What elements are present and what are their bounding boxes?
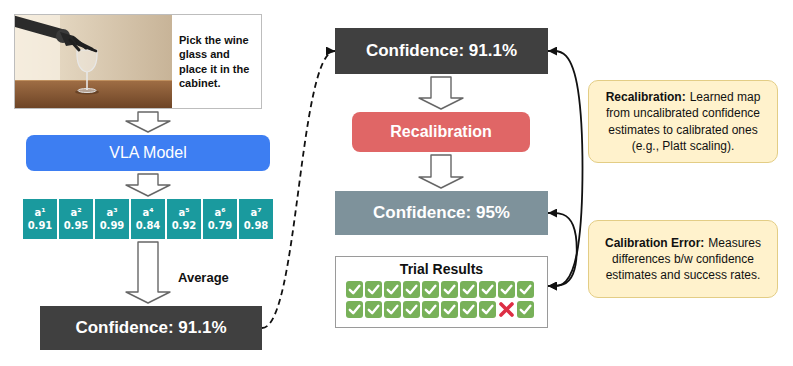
- node-subtext: 0.79: [208, 219, 233, 233]
- process-box: Recalibration: [352, 112, 530, 152]
- success-check: [479, 301, 496, 318]
- model-box: VLA Model: [26, 135, 270, 171]
- node-text: a⁴: [142, 206, 153, 220]
- node-text: Confidence: 91.1%: [366, 41, 517, 61]
- block-arrow: [419, 77, 463, 109]
- node-subtext: 0.95: [64, 219, 89, 233]
- robot-photo: [15, 15, 172, 108]
- action-token: a⁶0.79: [203, 199, 237, 239]
- node-subtext: 0.99: [100, 219, 125, 233]
- node-text: Confidence: 91.1%: [75, 318, 226, 338]
- results-box: Trial Results: [335, 256, 548, 328]
- node-text: a⁷: [250, 206, 261, 220]
- success-check: [365, 301, 382, 318]
- robot-arm: [15, 20, 96, 51]
- node-text: a³: [106, 206, 117, 220]
- node-subtext: 0.98: [244, 219, 269, 233]
- confidence-box: Confidence: 91.1%: [40, 306, 262, 350]
- instruction-panel: Pick the wine glass and place it in the …: [14, 14, 262, 109]
- curved-arrow: [262, 51, 335, 328]
- success-check: [403, 301, 420, 318]
- action-token: a¹0.91: [23, 199, 57, 239]
- callout-text: Recalibration:Learned map from uncalibra…: [597, 89, 769, 154]
- node-subtext: 0.84: [136, 219, 161, 233]
- table: [15, 80, 172, 108]
- success-check: [479, 281, 496, 298]
- wine-glass: [77, 50, 97, 93]
- callout-note: Calibration Error:Measures differences b…: [588, 220, 778, 298]
- curved-arrow: [548, 213, 577, 286]
- table-edge: [15, 80, 172, 81]
- success-check: [346, 301, 363, 318]
- block-arrow: [126, 242, 170, 303]
- confidence-box: Confidence: 91.1%: [335, 28, 548, 74]
- success-check: [517, 301, 534, 318]
- success-check: [384, 301, 401, 318]
- action-token: a²0.95: [59, 199, 93, 239]
- node-subtext: 0.91: [28, 219, 53, 233]
- success-check: [384, 281, 401, 298]
- node-text: a¹: [34, 206, 45, 220]
- node-text: Calibration Error:: [605, 236, 704, 250]
- node-text: a²: [70, 206, 81, 220]
- node-text: a⁶: [214, 206, 225, 220]
- action-token: a⁵0.92: [167, 199, 201, 239]
- success-check: [498, 281, 515, 298]
- glass-shadow: [75, 90, 99, 95]
- action-token: a⁷0.98: [239, 199, 273, 239]
- node-text: Pick the wine glass and place it in the …: [179, 33, 255, 90]
- success-check: [441, 281, 458, 298]
- success-check: [365, 281, 382, 298]
- success-check: [441, 301, 458, 318]
- callout-text: Calibration Error:Measures differences b…: [597, 235, 769, 284]
- success-check: [460, 281, 477, 298]
- success-check: [403, 281, 420, 298]
- node-text: a⁵: [178, 206, 189, 220]
- node-text: Recalibration:: [606, 90, 686, 104]
- node-text: Confidence: 95%: [373, 203, 510, 223]
- failure-cross: [501, 304, 512, 315]
- block-arrow: [419, 155, 463, 188]
- block-arrow: [126, 112, 170, 132]
- block-arrow: [126, 174, 170, 196]
- curved-arrow: [548, 51, 583, 286]
- confidence-box: Confidence: 95%: [335, 191, 548, 235]
- node-text: Trial Results: [400, 261, 483, 277]
- callout-note: Recalibration:Learned map from uncalibra…: [588, 80, 778, 163]
- node-subtext: 0.92: [172, 219, 197, 233]
- success-check: [346, 281, 363, 298]
- success-check: [422, 281, 439, 298]
- edge-label: Average: [176, 270, 231, 285]
- success-check: [422, 301, 439, 318]
- action-token: a³0.99: [95, 199, 129, 239]
- action-token: a⁴0.84: [131, 199, 165, 239]
- trial-marks: [346, 281, 534, 318]
- success-check: [517, 281, 534, 298]
- node-text: VLA Model: [109, 144, 186, 162]
- success-check: [460, 301, 477, 318]
- node-text: Recalibration: [390, 123, 491, 141]
